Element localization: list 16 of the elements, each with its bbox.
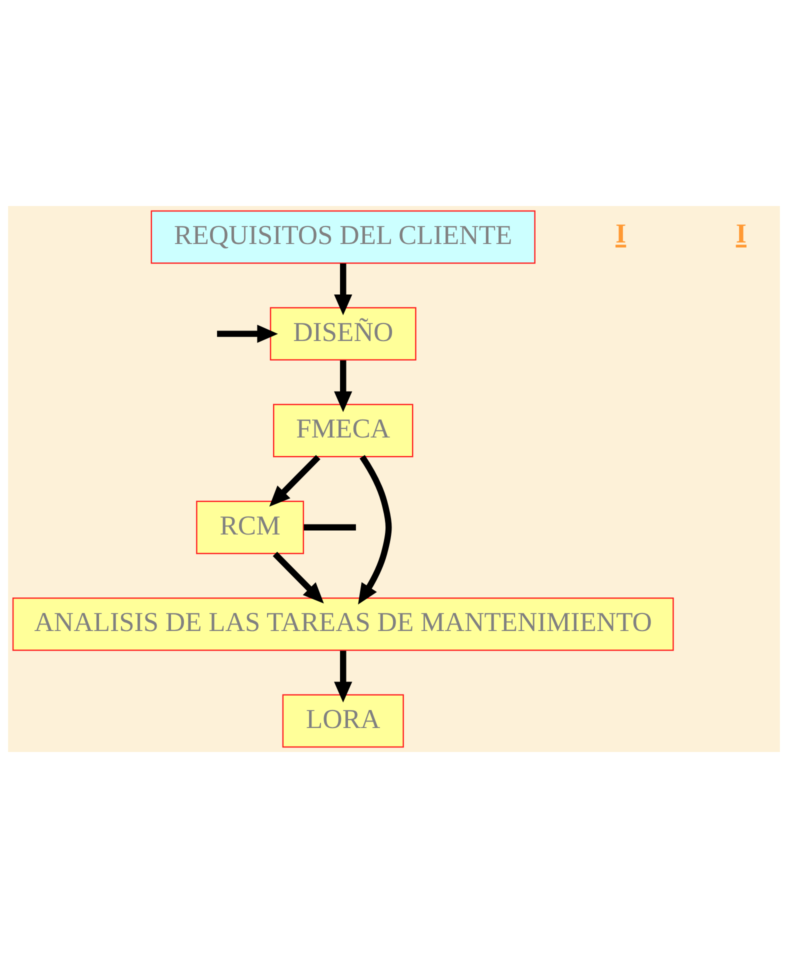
- arrow: [334, 650, 352, 702]
- arrow: [217, 324, 278, 342]
- connector: [304, 524, 356, 530]
- node-box: ANALISIS DE LAS TAREAS DE MANTENIMIENTO: [12, 597, 674, 650]
- node-box: DISEÑO: [270, 306, 416, 360]
- arrow: [358, 454, 392, 604]
- arrow: [334, 263, 352, 315]
- node-box: REQUISITOS DEL CLIENTE: [150, 210, 536, 264]
- node-box: LORA: [282, 694, 404, 748]
- label: I: [616, 218, 626, 248]
- arrow: [269, 454, 320, 506]
- node-box: FMECA: [273, 403, 414, 457]
- arrow: [272, 551, 324, 603]
- arrow: [334, 360, 352, 412]
- node-box: RCM: [196, 500, 304, 554]
- label: I: [736, 218, 746, 248]
